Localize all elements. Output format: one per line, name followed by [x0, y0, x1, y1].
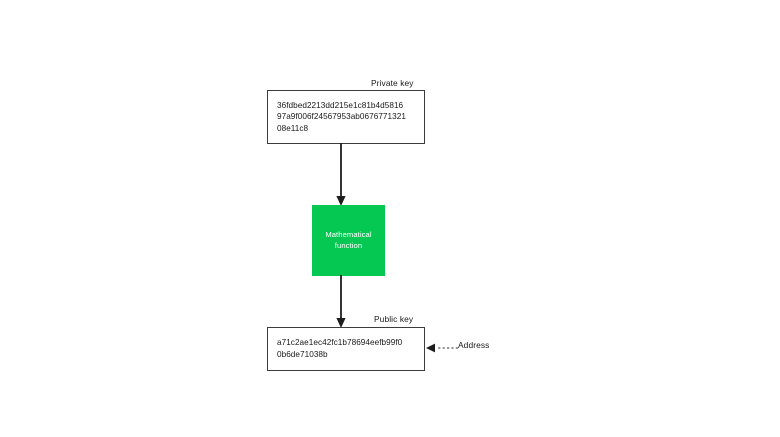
public-key-label: Public key: [374, 314, 414, 324]
mathematical-function-label: Mathematical function: [325, 230, 372, 250]
arrow-private-key-to-function-icon: [336, 143, 346, 206]
public-key-box: a71c2ae1ec42fc1b78694eefb99f0 0b6de71038…: [267, 327, 425, 371]
address-label: Address: [458, 340, 490, 350]
private-key-label: Private key: [371, 78, 414, 88]
arrow-function-to-public-key-icon: [336, 275, 346, 328]
dotted-arrow-address-to-public-key-icon: [426, 343, 458, 353]
private-key-value: 36fdbed2213dd215e1c81b4d5816 97a9f006f24…: [277, 100, 406, 133]
private-key-box: 36fdbed2213dd215e1c81b4d5816 97a9f006f24…: [267, 90, 425, 144]
public-key-value: a71c2ae1ec42fc1b78694eefb99f0 0b6de71038…: [277, 338, 403, 359]
mathematical-function-box: Mathematical function: [312, 205, 385, 276]
